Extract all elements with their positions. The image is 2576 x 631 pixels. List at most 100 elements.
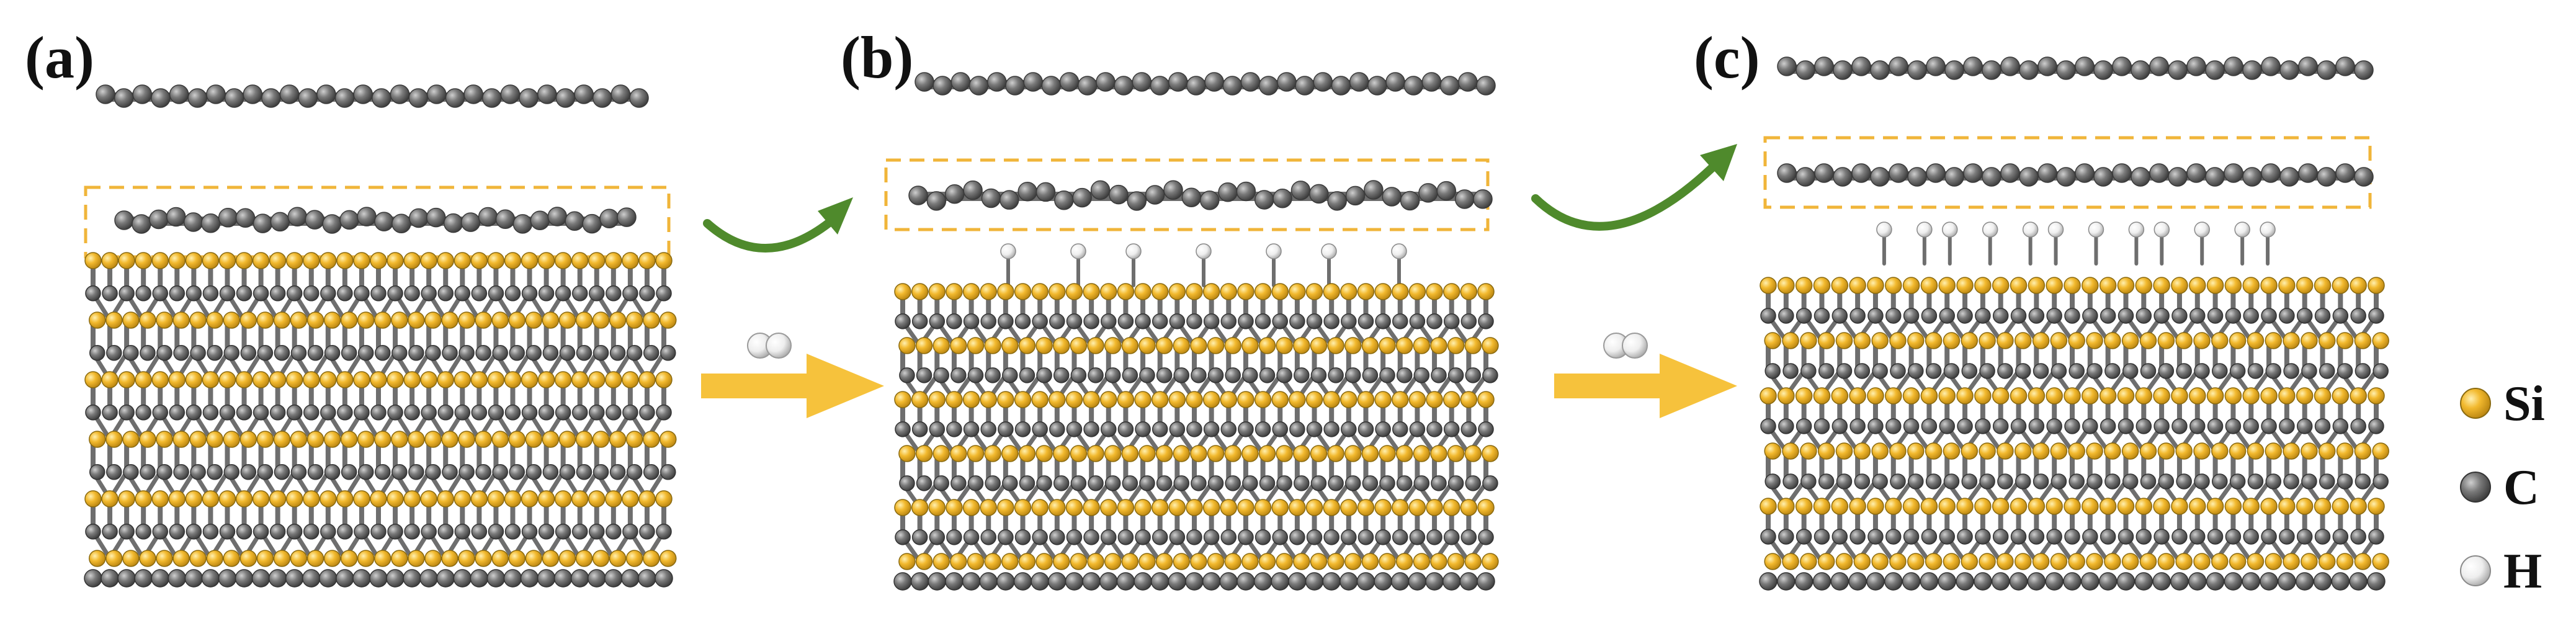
carbon-atom: [2212, 473, 2228, 490]
carbon-atom: [114, 210, 134, 230]
silicon-atom: [1430, 445, 1447, 462]
silicon-atom: [997, 283, 1014, 300]
silicon-atom: [1374, 499, 1392, 516]
silicon-atom: [605, 371, 622, 388]
legend-label-si: Si: [2503, 377, 2545, 431]
silicon-atom: [403, 252, 421, 269]
silicon-atom: [508, 431, 525, 448]
carbon-atom: [253, 285, 269, 302]
carbon-atom: [933, 475, 949, 491]
carbon-atom: [1889, 56, 1908, 76]
carbon-atom: [202, 524, 219, 540]
silicon-atom: [239, 311, 257, 329]
carbon-atom: [2225, 529, 2242, 545]
silicon-atom: [928, 499, 946, 516]
carbon-atom: [168, 569, 187, 588]
carbon-atom: [320, 285, 336, 302]
carbon-atom: [470, 569, 489, 588]
silicon-atom: [1049, 391, 1066, 408]
silicon-atom: [980, 391, 997, 408]
buffer-layer: [114, 207, 637, 234]
carbon-atom: [1890, 363, 1906, 379]
silicon-atom: [1202, 391, 1220, 408]
silicon-atom: [420, 371, 437, 388]
silicon-atom: [1413, 337, 1431, 354]
carbon-atom: [2153, 308, 2170, 324]
carbon-atom: [253, 524, 269, 540]
silicon-atom: [1323, 391, 1340, 408]
carbon-atom: [2301, 363, 2317, 379]
carbon-atom: [1885, 418, 1902, 434]
carbon-atom: [1152, 313, 1168, 329]
carbon-atom: [1122, 475, 1138, 491]
carbon-atom: [1202, 572, 1221, 591]
carbon-atom: [1238, 421, 1254, 437]
carbon-atom: [421, 524, 437, 540]
silicon-atom: [1134, 391, 1152, 408]
silicon-atom: [946, 391, 963, 408]
silicon-atom: [1117, 283, 1135, 300]
silicon-atom: [1374, 391, 1392, 408]
carbon-atom: [998, 313, 1014, 329]
silicon-atom: [1052, 445, 1070, 462]
carbon-atom: [320, 405, 336, 421]
silicon-atom: [2032, 442, 2050, 460]
carbon-atom: [1035, 182, 1056, 202]
silicon-atom: [1361, 445, 1379, 462]
carbon-atom: [1240, 72, 1261, 92]
carbon-atom: [269, 285, 286, 302]
process-arrow-icon: [1554, 354, 1737, 418]
carbon-atom: [915, 72, 934, 92]
carbon-atom: [559, 345, 576, 361]
silicon-atom: [387, 252, 404, 269]
carbon-atom: [588, 569, 606, 588]
silicon-atom: [491, 311, 509, 329]
silicon-atom: [1413, 553, 1431, 570]
carbon-atom: [981, 188, 1001, 208]
carbon-atom: [1242, 367, 1258, 383]
carbon-atom: [2368, 308, 2384, 324]
carbon-atom: [2046, 308, 2062, 324]
carbon-atom: [1101, 313, 1117, 329]
silicon-atom: [571, 371, 589, 388]
silicon-atom: [1835, 442, 1853, 460]
carbon-atom: [1222, 76, 1243, 96]
silicon-atom: [1049, 499, 1066, 516]
carbon-atom: [269, 405, 286, 421]
carbon-atom: [2171, 308, 2188, 324]
silicon-atom: [2229, 553, 2247, 570]
silicon-atom: [950, 553, 967, 570]
silicon-atom: [387, 371, 404, 388]
silicon-atom: [625, 431, 643, 448]
silicon-atom: [273, 311, 291, 329]
carbon-atom: [998, 529, 1014, 545]
carbon-atom: [454, 405, 471, 421]
silicon-atom: [1460, 391, 1478, 408]
carbon-atom: [1482, 475, 1498, 491]
silicon-atom: [2028, 277, 2046, 294]
silicon-atom: [303, 252, 320, 269]
carbon-atom: [1272, 189, 1292, 208]
carbon-atom: [621, 569, 640, 588]
silicon-atom: [1190, 445, 1207, 462]
silicon-atom: [1031, 391, 1049, 408]
carbon-atom: [2045, 572, 2064, 591]
carbon-atom: [1385, 72, 1405, 92]
carbon-atom: [1800, 473, 1817, 490]
hydrogen-atom: [2022, 222, 2039, 238]
silicon-atom: [962, 391, 980, 408]
silicon-atom: [487, 252, 505, 269]
silicon-atom: [1186, 391, 1203, 408]
silicon-atom: [2153, 277, 2170, 294]
silicon-atom: [357, 550, 375, 567]
carbon-atom: [1872, 363, 1888, 379]
silicon-atom: [1083, 283, 1100, 300]
carbon-atom: [1083, 313, 1099, 329]
carbon-atom: [2093, 60, 2113, 80]
carbon-atom: [2028, 418, 2045, 434]
carbon-atom: [135, 405, 151, 421]
carbon-atom: [504, 285, 521, 302]
carbon-atom: [1813, 529, 1830, 545]
silicon-atom: [2064, 277, 2081, 294]
carbon-atom: [253, 213, 273, 233]
